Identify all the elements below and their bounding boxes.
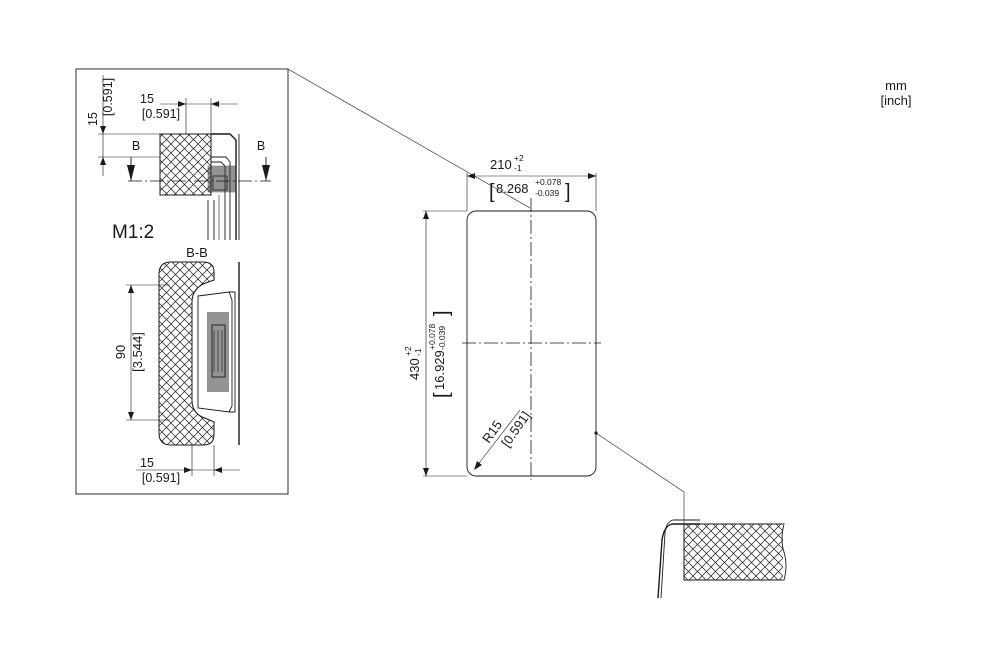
cutout-height-inch-tol-up: +0.078 — [427, 323, 437, 350]
bottom-width-dimension: 15 [0.591] — [136, 445, 240, 485]
section-label: B-B — [186, 245, 208, 260]
cutout-width-inch-tol-down: -0.039 — [535, 188, 559, 198]
panel-edge-detail — [594, 431, 787, 599]
cut-mark-right: B — [257, 139, 265, 153]
leader-frame-top — [287, 68, 531, 209]
cutout-width-tol-up: +2 — [514, 153, 524, 163]
svg-text:[: [ — [489, 181, 495, 203]
detail-frame — [75, 68, 289, 495]
radius-inch: [0.591] — [498, 409, 533, 450]
cutout-height-inch: 16.929 — [432, 350, 447, 390]
cutout-width-dimension: 210 +2 -1 [ 8.268 +0.078 -0.039 ] — [466, 153, 597, 211]
bottom-width-mm: 15 — [140, 456, 154, 470]
cutout-width-inch: 8.268 — [496, 181, 529, 196]
cutout-height-tol-down: -1 — [413, 348, 423, 356]
svg-text:]: ] — [565, 181, 571, 203]
top-width-mm: 15 — [140, 92, 154, 106]
cutout-height-mm: 430 — [407, 358, 422, 380]
section-height-inch: [3.544] — [130, 332, 145, 372]
cutout-width-mm: 210 — [490, 157, 512, 172]
svg-text:]: ] — [431, 310, 453, 316]
section-height-dimension: 90 [3.544] — [113, 284, 170, 421]
cutout-height-tol-up: +2 — [403, 346, 413, 356]
cut-mark-left: B — [132, 139, 140, 153]
top-detail-section — [128, 133, 271, 240]
unit-mm: mm — [885, 78, 907, 93]
cutout-height-inch-tol-down: -0.039 — [437, 326, 447, 350]
bottom-width-inch: [0.591] — [142, 471, 180, 485]
scale-label: M1:2 — [112, 222, 154, 243]
top-height-mm: 15 — [86, 112, 100, 126]
top-height-inch: [0.591] — [101, 78, 115, 116]
top-width-inch: [0.591] — [142, 107, 180, 121]
cutout-outline — [466, 210, 597, 477]
corner-radius-dimension: R15 [0.591] — [474, 409, 533, 470]
section-cut-marks: B B — [127, 139, 270, 181]
section-height-mm: 90 — [113, 345, 128, 359]
svg-text:[: [ — [431, 392, 453, 398]
cutout-width-tol-down: -1 — [514, 163, 522, 173]
top-width-dimension: 15 [0.591] — [140, 92, 238, 134]
cutout-height-dimension: 430 +2 -1 [ 16.929 +0.078 -0.039 ] — [403, 210, 467, 477]
unit-inch: [inch] — [880, 93, 911, 108]
section-bb-profile — [158, 261, 240, 446]
cutout-width-inch-tol-up: +0.078 — [535, 177, 562, 187]
top-height-dimension: 15 [0.591] — [86, 75, 160, 176]
